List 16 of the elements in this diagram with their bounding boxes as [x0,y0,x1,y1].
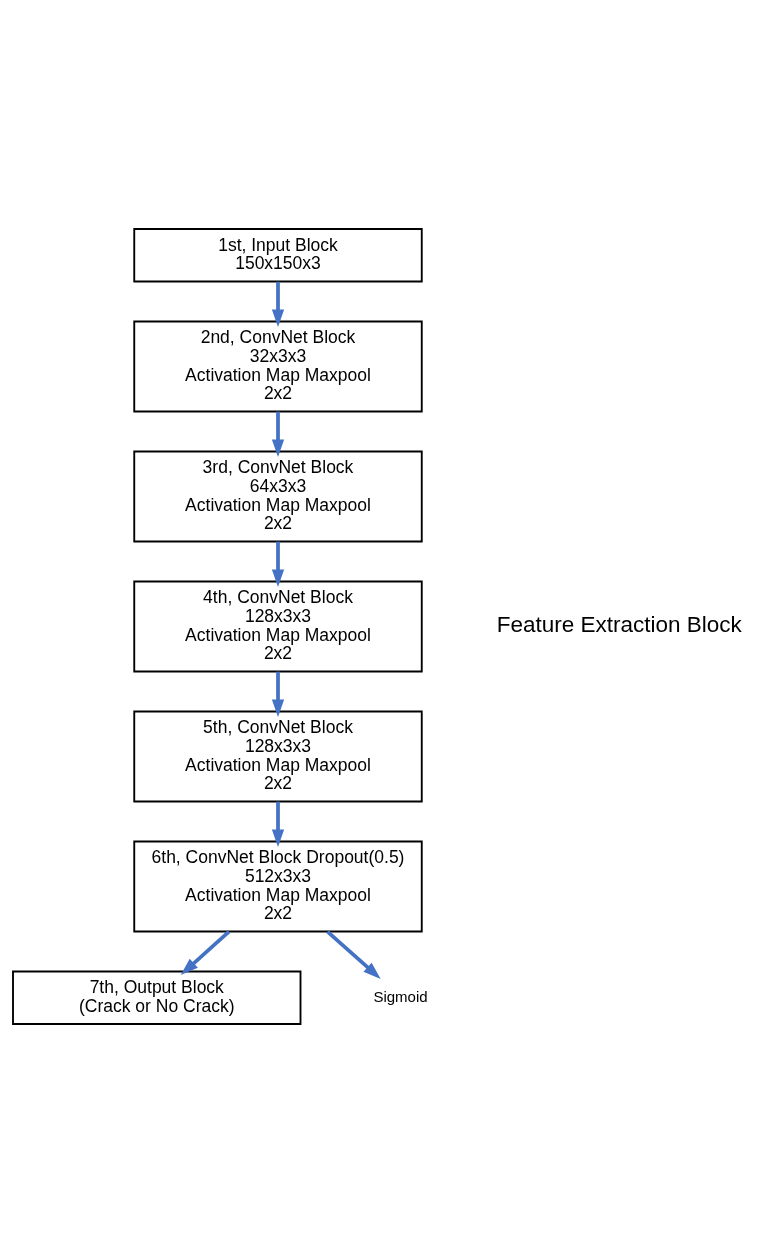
node-box: 7th, Output Block (Crack or No Crack) [12,970,302,1025]
node-box: 1st, Input Block 150x150x3 [133,227,423,282]
arrow [326,929,381,979]
arrow [271,801,285,847]
node-box: 6th, ConvNet Block Dropout(0.5) 512x3x3 Activation Map Maxpool 2x2 [133,840,423,932]
node-text: Sigmoid [373,987,428,1005]
node-box: 2nd, ConvNet Block 32x3x3 Activation Map Maxpool 2x2 [133,320,423,412]
node-box: 5th, ConvNet Block 128x3x3 Activation Map Maxpool 2x2 [133,710,423,802]
arrow [271,541,285,587]
node-box: 4th, ConvNet Block 128x3x3 Activation Map Maxpool 2x2 [133,580,423,672]
arrow [271,671,285,717]
arrow [271,281,285,327]
label: Feature Extraction Block [496,611,742,637]
node-box: 3rd, ConvNet Block 64x3x3 Activation Map Maxpool 2x2 [133,450,423,542]
arrow [271,411,285,457]
arrow [180,929,231,975]
